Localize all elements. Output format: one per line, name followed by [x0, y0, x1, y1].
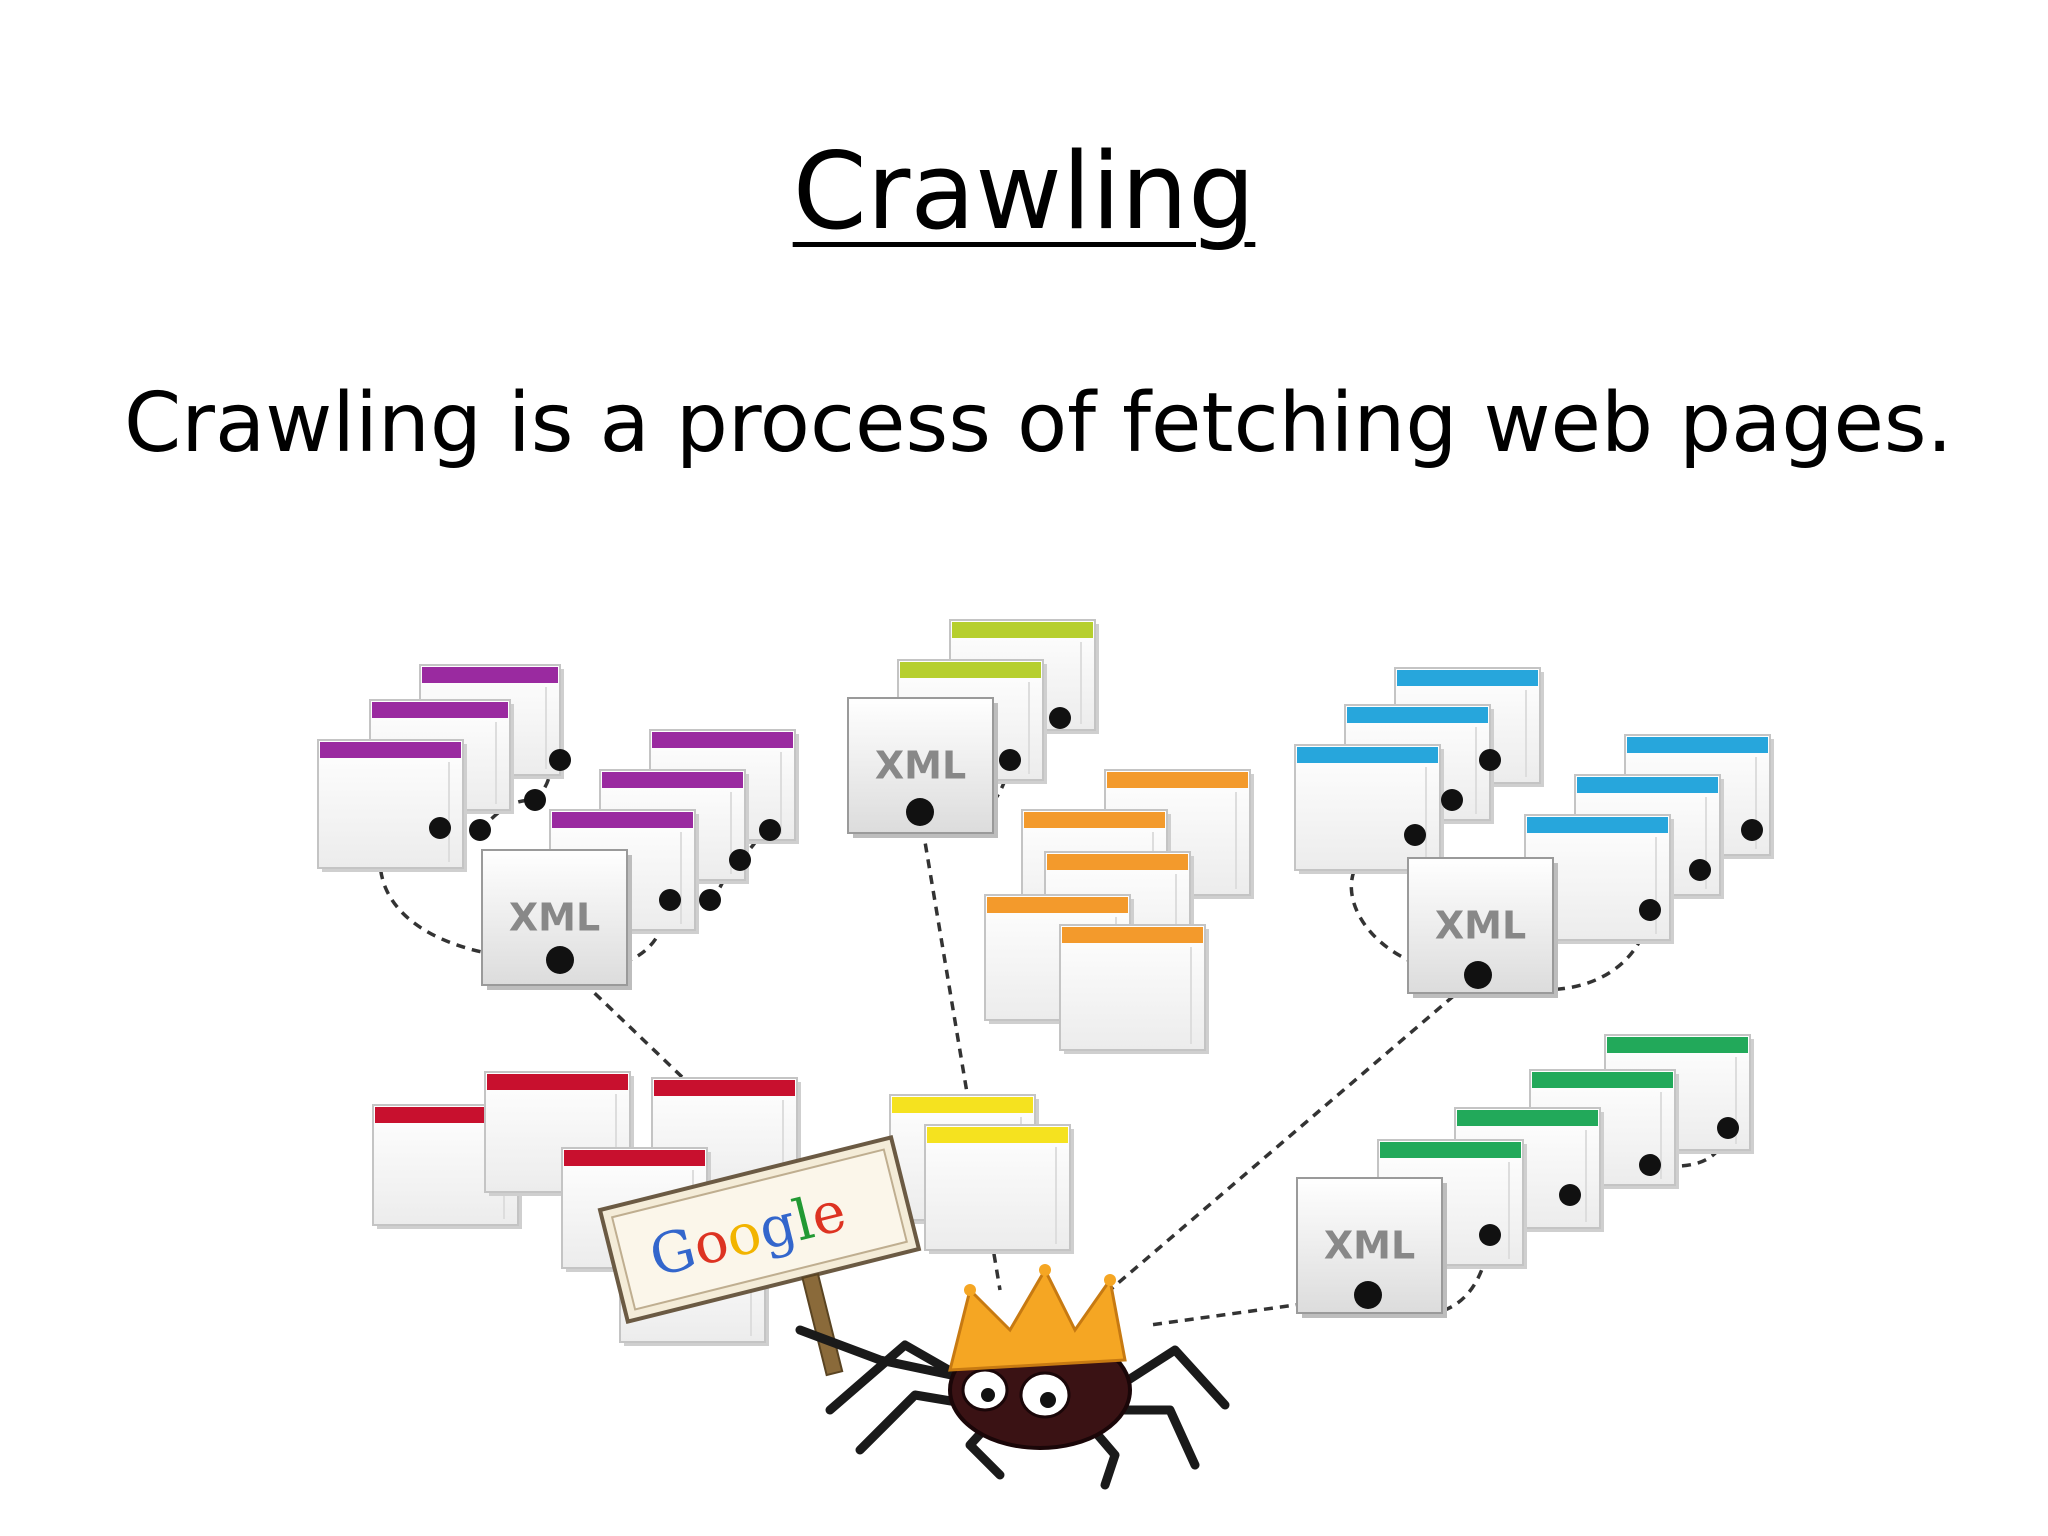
- slide-body-text: Crawling is a process of fetching web pa…: [124, 376, 1953, 471]
- link-node-dot: [1464, 961, 1492, 989]
- link-node-dot: [1441, 789, 1463, 811]
- link-node-dot: [1689, 859, 1711, 881]
- spider-crawler-icon: [795, 1264, 1230, 1490]
- link-node-dot: [1479, 749, 1501, 771]
- xml-label: XML: [1435, 904, 1526, 948]
- link-node-dot: [729, 849, 751, 871]
- link-node-dot: [1479, 1224, 1501, 1246]
- web-page-icon: [924, 1124, 1074, 1254]
- link-node-dot: [1741, 819, 1763, 841]
- connector-line: [378, 826, 561, 962]
- link-node-dot: [1717, 1117, 1739, 1139]
- xml-label: XML: [875, 744, 966, 788]
- link-node-dot: [906, 798, 934, 826]
- link-node-dot: [429, 817, 451, 839]
- link-node-dot: [999, 749, 1021, 771]
- crown-icon: [948, 1266, 1127, 1372]
- xml-label: XML: [509, 896, 600, 940]
- link-node-dot: [546, 946, 574, 974]
- link-node-dot: [1639, 1154, 1661, 1176]
- web-page-icon: [1294, 744, 1444, 874]
- link-node-dot: [1354, 1281, 1382, 1309]
- web-page-icon: [317, 739, 467, 872]
- link-node-dot: [1639, 899, 1661, 921]
- link-node-dot: [1559, 1184, 1581, 1206]
- link-node-dot: [699, 889, 721, 911]
- xml-label: XML: [1324, 1224, 1415, 1268]
- connector-line: [1108, 973, 1480, 1292]
- slide-title: Crawling: [792, 130, 1256, 253]
- link-node-dot: [524, 789, 546, 811]
- google-sign: Google: [597, 1134, 922, 1377]
- link-node-dot: [759, 819, 781, 841]
- link-node-dot: [469, 819, 491, 841]
- web-page-icon: [1059, 924, 1209, 1054]
- link-node-dot: [549, 749, 571, 771]
- link-node-dot: [1049, 707, 1071, 729]
- link-node-dot: [1404, 824, 1426, 846]
- link-node-dot: [659, 889, 681, 911]
- xml-document-icon: XML: [847, 697, 998, 838]
- link-nodes: [429, 707, 1763, 1309]
